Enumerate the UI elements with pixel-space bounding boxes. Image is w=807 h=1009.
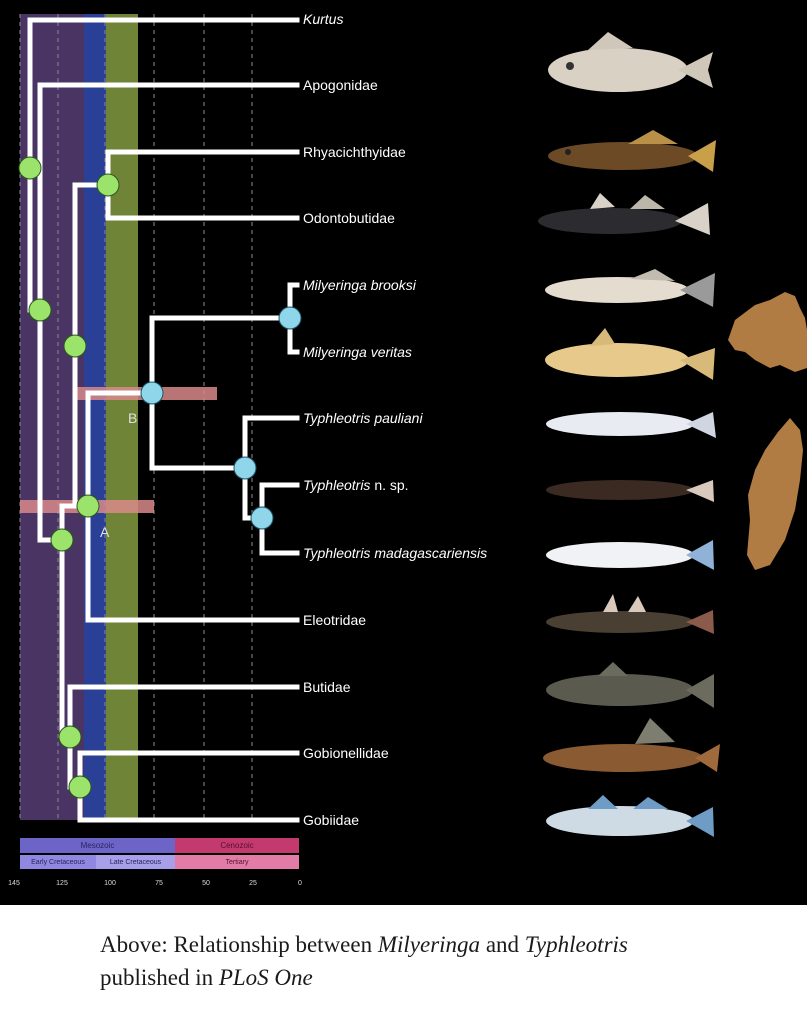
tick-label: 75 <box>155 880 163 887</box>
taxon-name: Gobiidae <box>303 812 359 828</box>
taxon-label: Eleotridae <box>303 611 366 629</box>
fish-rhyacichthyidae <box>548 130 716 172</box>
caption-genus-typhleotris: Typhleotris <box>525 932 628 957</box>
node-green-2 <box>97 174 119 196</box>
fish-gobionellidae <box>543 718 720 772</box>
phylogenetic-tree <box>0 0 807 905</box>
node-green-1 <box>19 157 41 179</box>
madagascar-map <box>747 418 803 570</box>
caption-conjunction: and <box>480 932 525 957</box>
tick-label: 50 <box>202 880 210 887</box>
taxon-name: Milyeringa brooksi <box>303 277 416 293</box>
australia-map <box>728 292 807 372</box>
fish-gobiidae <box>546 795 714 837</box>
fish-typhleotris-pauliani <box>546 412 716 438</box>
node-blue-typhleotris <box>234 457 256 479</box>
fish-odontobutidae <box>538 193 710 235</box>
node-green-4 <box>64 335 86 357</box>
tick-label: 25 <box>249 880 257 887</box>
fish-typhleotris-nsp <box>546 480 714 502</box>
node-blue-typhleotris-inner <box>251 507 273 529</box>
fish-kurtus <box>548 32 713 92</box>
taxon-name: Eleotridae <box>303 612 366 628</box>
fish-milyeringa-brooksi <box>545 269 715 307</box>
taxon-name: Typhleotris madagascariensis <box>303 545 487 561</box>
taxon-label: Odontobutidae <box>303 209 395 227</box>
taxon-label: Kurtus <box>303 10 343 28</box>
node-green-7 <box>69 776 91 798</box>
tick-label: 100 <box>104 880 116 887</box>
fish-typhleotris-madagascariensis <box>546 540 714 570</box>
caption-line2-prefix: published in <box>100 965 219 990</box>
fish-milyeringa-veritas <box>545 328 715 380</box>
taxon-name: Rhyacichthyidae <box>303 144 406 160</box>
era-cenozoic: Cenozoic <box>175 838 299 853</box>
taxon-name: Typhleotris <box>303 477 370 493</box>
taxon-label: Milyeringa veritas <box>303 343 412 361</box>
caption-genus-milyeringa: Milyeringa <box>378 932 480 957</box>
tick-label: 145 <box>8 880 20 887</box>
node-green-a <box>77 495 99 517</box>
period-late-cretaceous: Late Cretaceous <box>96 855 175 870</box>
node-green-5 <box>51 529 73 551</box>
taxon-label: Gobiidae <box>303 811 359 829</box>
taxon-label: Gobionellidae <box>303 744 389 762</box>
taxon-name: Gobionellidae <box>303 745 389 761</box>
node-label-a: A <box>100 524 109 540</box>
node-blue-b <box>141 382 163 404</box>
period-tertiary: Tertiary <box>175 855 299 870</box>
taxon-name: Milyeringa veritas <box>303 344 412 360</box>
taxon-name: Typhleotris pauliani <box>303 410 423 426</box>
taxon-name: Butidae <box>303 679 350 695</box>
node-blue-milyeringa <box>279 307 301 329</box>
taxon-suffix: n. sp. <box>370 477 408 493</box>
node-green-3 <box>29 299 51 321</box>
taxon-label: Typhleotris pauliani <box>303 409 423 427</box>
taxon-name: Odontobutidae <box>303 210 395 226</box>
taxon-label: Rhyacichthyidae <box>303 143 406 161</box>
era-mesozoic: Mesozoic <box>20 838 175 853</box>
period-early-cretaceous: Early Cretaceous <box>20 855 96 870</box>
tick-label: 125 <box>56 880 68 887</box>
fish-butidae <box>546 662 714 708</box>
tick-label: 0 <box>298 880 302 887</box>
fish-eleotridae <box>546 594 714 634</box>
figure-caption: Above: Relationship between Milyeringa a… <box>100 928 800 994</box>
taxon-label: Typhleotris madagascariensis <box>303 544 487 562</box>
caption-prefix: Above: Relationship between <box>100 932 378 957</box>
taxon-label: Butidae <box>303 678 350 696</box>
taxon-label: Typhleotris n. sp. <box>303 476 409 494</box>
node-green-6 <box>59 726 81 748</box>
caption-journal: PLoS One <box>219 965 313 990</box>
taxon-label: Apogonidae <box>303 76 378 94</box>
node-label-b: B <box>128 410 137 426</box>
taxon-name: Apogonidae <box>303 77 378 93</box>
taxon-label: Milyeringa brooksi <box>303 276 416 294</box>
taxon-name: Kurtus <box>303 11 343 27</box>
